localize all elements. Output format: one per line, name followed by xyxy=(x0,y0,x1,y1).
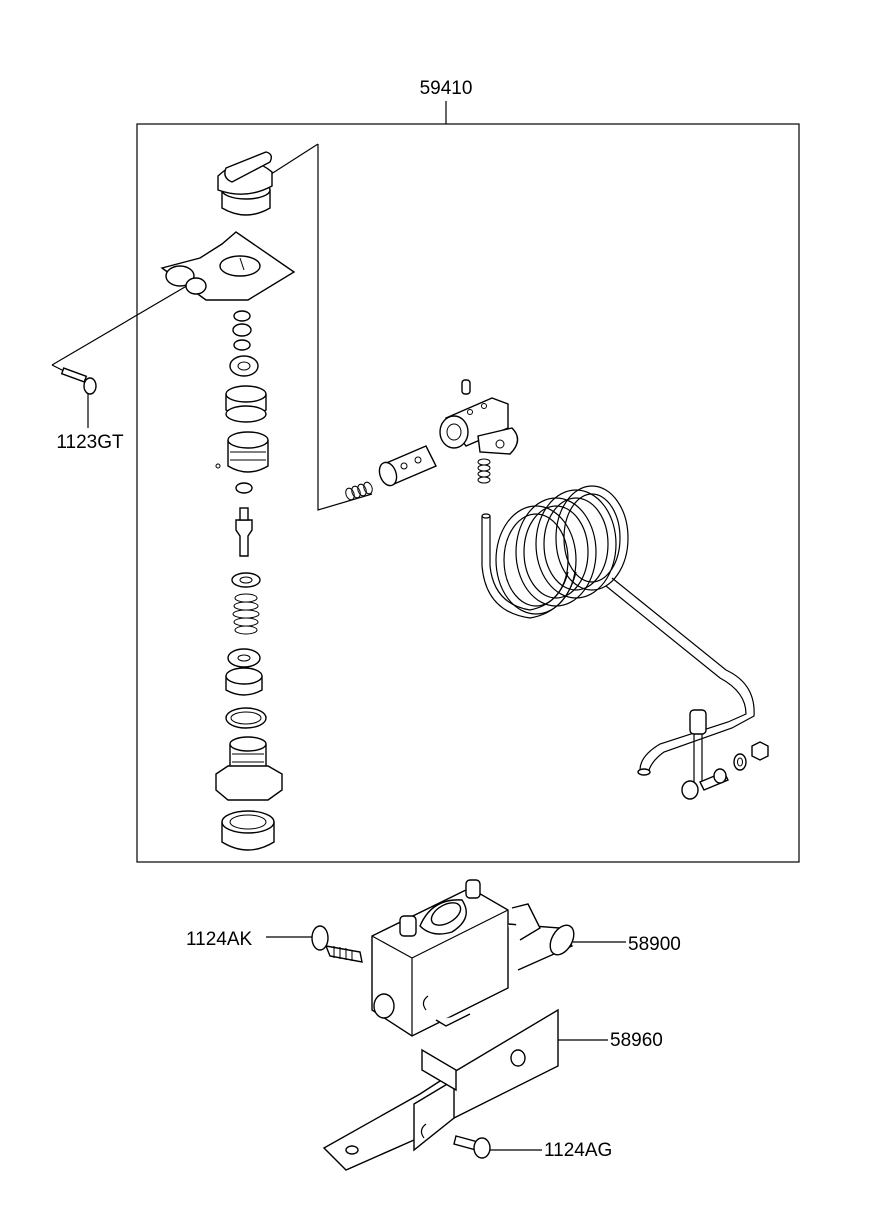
label-1123gt[interactable]: 1123GT xyxy=(56,432,124,453)
label-58960[interactable]: 58960 xyxy=(610,1030,663,1051)
left-part-stack xyxy=(215,310,283,851)
middle-parts xyxy=(345,379,519,501)
mounting-plate xyxy=(160,231,296,301)
label-59410[interactable]: 59410 xyxy=(420,78,473,99)
top-cap xyxy=(217,151,273,216)
valve-58900 xyxy=(371,879,575,1037)
leader-lines xyxy=(51,143,626,1151)
label-58900[interactable]: 58900 xyxy=(628,934,681,955)
screw-1123gt xyxy=(60,367,97,395)
assembly-frame xyxy=(136,123,800,863)
coiled-tube xyxy=(481,485,769,800)
label-1124ak[interactable]: 1124AK xyxy=(186,929,253,950)
bolt-1124ak xyxy=(311,925,363,963)
bracket-58960 xyxy=(322,1008,559,1171)
label-1124ag[interactable]: 1124AG xyxy=(544,1140,612,1161)
bolt-1124ag xyxy=(453,1135,491,1159)
